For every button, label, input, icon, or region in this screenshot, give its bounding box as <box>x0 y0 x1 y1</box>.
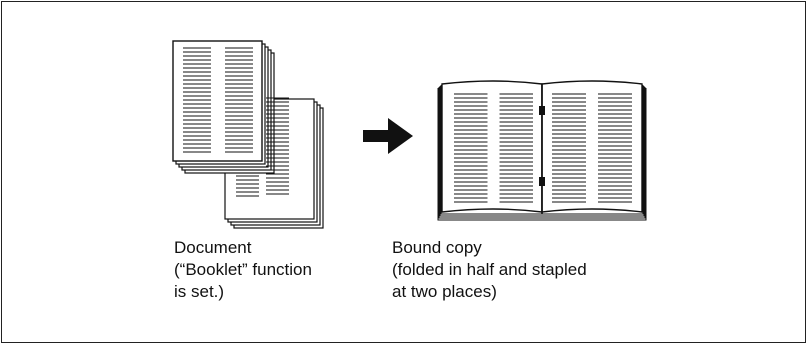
bound-copy-caption-line-3: at two places) <box>392 282 497 301</box>
bound-copy-caption: Bound copy (folded in half and stapled a… <box>392 237 587 303</box>
document-caption: Document (“Booklet” function is set.) <box>174 237 312 303</box>
document-stack-illustration <box>172 40 324 229</box>
document-caption-line-1: Document <box>174 238 252 257</box>
bound-copy-caption-line-1: Bound copy <box>392 238 482 257</box>
bound-copy-illustration <box>437 80 647 221</box>
document-caption-line-2: (“Booklet” function <box>174 260 312 279</box>
staple-bottom <box>539 177 545 186</box>
document-caption-line-3: is set.) <box>174 282 225 301</box>
bound-copy-caption-line-2: (folded in half and stapled <box>392 260 587 279</box>
arrow-right-icon <box>363 118 413 154</box>
staple-top <box>539 106 545 115</box>
